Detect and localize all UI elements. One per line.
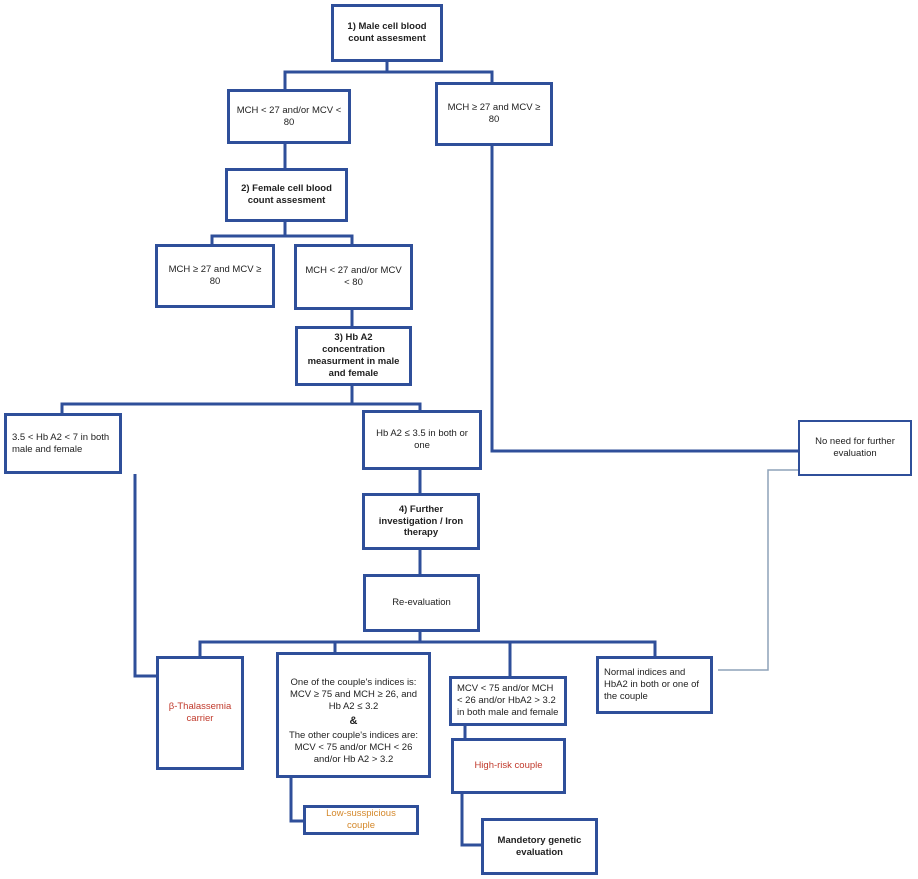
connector-male-cbc-split	[283, 62, 389, 89]
node-female-cbc-label: 2) Female cell blood count assesment	[241, 183, 332, 206]
node-female-low: MCH < 27 and/or MCV < 80	[294, 244, 413, 310]
node-female-normal: MCH ≥ 27 and MCV ≥ 80	[155, 244, 275, 308]
connector-bottom-bus	[198, 640, 657, 656]
connector-male-cbc-right	[387, 70, 494, 82]
connector-couple-lowsusp	[289, 778, 303, 823]
node-normal-indices-label: Normal indices and HbA2 in both or one o…	[604, 667, 700, 702]
node-male-cbc: 1) Male cell blood count assesment	[331, 4, 443, 62]
node-no-further: No need for further evaluation	[798, 420, 912, 476]
node-low-suspicious-label: Low-susspicious couple	[326, 808, 396, 831]
node-couple-indices: One of the couple's indices is: MCV ≥ 75…	[276, 652, 431, 778]
node-beta-carrier-label: β-Thalassemia carrier	[168, 701, 232, 724]
node-mandatory-genetic-label: Mandetory genetic evaluation	[497, 834, 582, 858]
node-male-cbc-label: 1) Male cell blood count assesment	[347, 21, 427, 44]
node-male-normal: MCH ≥ 27 and MCV ≥ 80	[435, 82, 553, 146]
connector-normal-noneed	[718, 469, 798, 671]
node-hba2-measure: 3) Hb A2 concentration measurment in mal…	[295, 326, 412, 386]
node-high-indices: MCV < 75 and/or MCH < 26 and/or HbA2 > 3…	[449, 676, 567, 726]
couple-indices-ampersand: &	[349, 714, 358, 727]
node-hba2-normal: Hb A2 ≤ 3.5 in both or one	[362, 410, 482, 470]
node-male-normal-label: MCH ≥ 27 and MCV ≥ 80	[447, 102, 541, 125]
node-hba2-normal-label: Hb A2 ≤ 3.5 in both or one	[376, 428, 468, 451]
node-high-risk-label: High-risk couple	[474, 760, 543, 772]
couple-indices-second: The other couple's indices are: MCV < 75…	[288, 730, 419, 766]
node-female-cbc: 2) Female cell blood count assesment	[225, 168, 348, 222]
node-hba2-measure-label: 3) Hb A2 concentration measurment in mal…	[307, 332, 400, 379]
connector-male-normal-noneed	[490, 146, 798, 453]
node-female-low-label: MCH < 27 and/or MCV < 80	[305, 265, 402, 288]
node-re-eval-label: Re-evaluation	[392, 597, 451, 609]
connector-female-split-left	[210, 222, 287, 244]
node-hba2-high-label: 3.5 < Hb A2 < 7 in both male and female	[12, 431, 110, 455]
node-beta-carrier: β-Thalassemia carrier	[156, 656, 244, 770]
connector-female-split-right	[285, 234, 354, 244]
node-re-eval: Re-evaluation	[363, 574, 480, 632]
node-normal-indices: Normal indices and HbA2 in both or one o…	[596, 656, 713, 714]
node-no-further-label: No need for further evaluation	[815, 436, 895, 459]
connector-hba2-high-carrier	[133, 474, 158, 678]
node-low-suspicious: Low-susspicious couple	[303, 805, 419, 835]
node-hba2-high: 3.5 < Hb A2 < 7 in both male and female	[4, 413, 122, 474]
node-male-low: MCH < 27 and/or MCV < 80	[227, 89, 351, 144]
node-male-low-label: MCH < 27 and/or MCV < 80	[236, 104, 342, 128]
connector-risk-mandatory	[460, 794, 481, 847]
couple-indices-first: One of the couple's indices is: MCV ≥ 75…	[289, 677, 418, 712]
node-further-invest: 4) Further investigation / Iron therapy	[362, 493, 480, 550]
connector-hba2-split-left	[60, 386, 354, 413]
node-female-normal-label: MCH ≥ 27 and MCV ≥ 80	[168, 264, 262, 287]
connector-hba2-split-right	[352, 402, 422, 410]
node-high-indices-label: MCV < 75 and/or MCH < 26 and/or HbA2 > 3…	[457, 683, 559, 718]
node-high-risk: High-risk couple	[451, 738, 566, 794]
node-mandatory-genetic: Mandetory genetic evaluation	[481, 818, 598, 875]
node-further-invest-label: 4) Further investigation / Iron therapy	[378, 503, 464, 539]
